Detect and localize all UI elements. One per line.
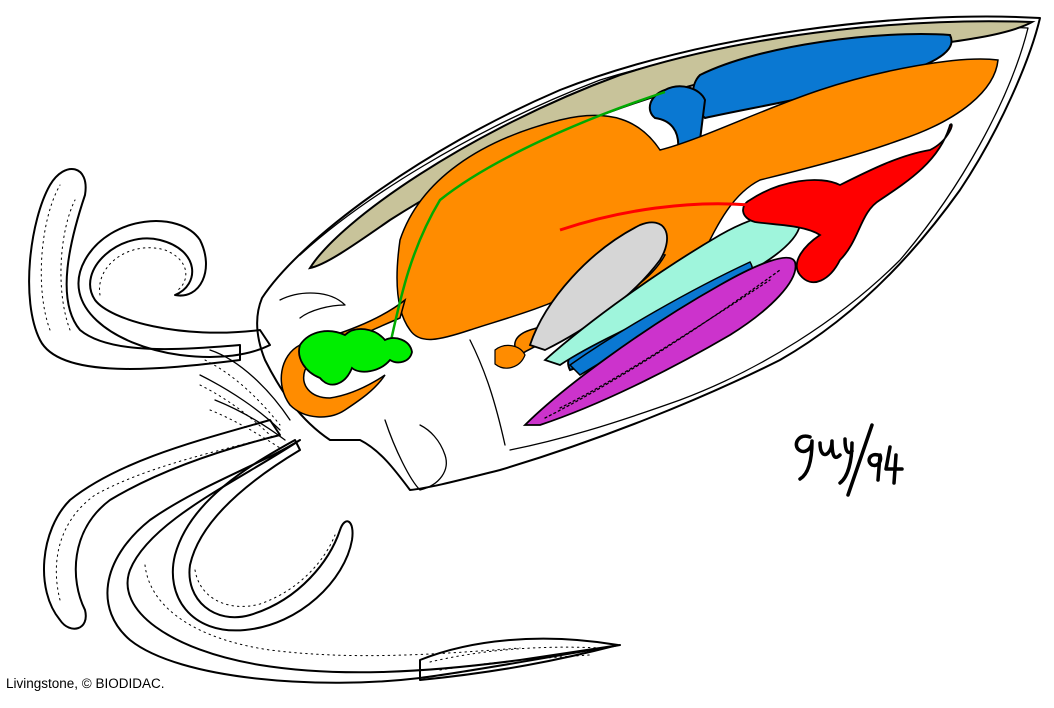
branchial-vessel — [559, 202, 751, 232]
arm-loop-left-suckers — [40, 184, 76, 331]
siphon-outline — [469, 339, 506, 446]
rectum — [494, 344, 526, 369]
head-cartilage — [279, 292, 346, 319]
arm-curled-upper-suckers — [99, 247, 187, 296]
gill — [522, 256, 797, 426]
arm-lower-right-suckers — [194, 534, 336, 607]
arm-bases-suckers — [199, 359, 281, 449]
mantle-inner — [299, 26, 1029, 451]
tentacle-long-suckers — [144, 564, 521, 657]
club-suckers — [429, 646, 601, 671]
funnel — [384, 419, 447, 491]
arm-lower-left — [43, 419, 281, 630]
arm-lower-right — [171, 439, 354, 632]
tentacle-club — [419, 637, 619, 681]
arm-lower-left-suckers — [55, 439, 261, 601]
gill-lamellae — [544, 269, 781, 419]
internal-organs — [279, 33, 999, 491]
systemic-heart — [742, 123, 953, 284]
nerve — [388, 90, 666, 346]
mantle-outer — [256, 15, 1041, 491]
arm-loop-left — [28, 168, 241, 370]
arm-curled-upper — [77, 220, 271, 358]
brain-ganglion — [298, 328, 413, 386]
arms-and-tentacles — [28, 168, 621, 684]
credit-caption: Livingstone, © BIODIDAC. — [6, 676, 165, 691]
arm-bases — [199, 349, 291, 441]
signature-handwritten — [794, 423, 904, 497]
tentacle-long — [106, 439, 621, 684]
